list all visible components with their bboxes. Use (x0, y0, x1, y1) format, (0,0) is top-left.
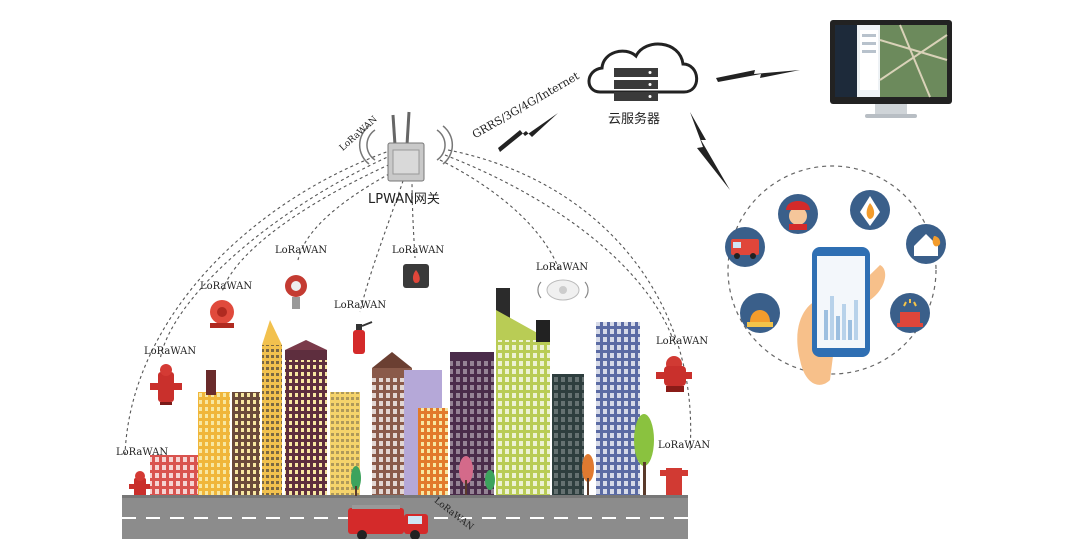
lora-label-extinguisher: LoRaWAN (334, 300, 387, 311)
hydrant-right-icon (656, 356, 692, 392)
smoke-detector-icon (537, 279, 589, 301)
monitor-icon (830, 20, 952, 118)
lora-label-fire-panel: LoRaWAN (392, 245, 445, 256)
alarm-light-icon (740, 293, 780, 333)
lora-label-alarm-bell: LoRaWAN (200, 281, 253, 292)
hydrant-bottom-left-icon (129, 471, 151, 500)
lora-label-gas-detector: LoRaWAN (275, 245, 328, 256)
lora-label-left-mid: LoRaWAN (144, 346, 197, 357)
fire-icon (850, 190, 890, 230)
fire-alarm-panel-icon (403, 264, 429, 288)
gateway-label: LPWAN网关 (368, 192, 440, 207)
hydrant-left-mid-icon (150, 364, 182, 405)
gas-detector-icon (285, 275, 307, 309)
fire-truck-icon (348, 505, 428, 539)
lora-links (124, 149, 692, 456)
firefighter-icon (778, 194, 818, 234)
mobile-app-cluster (727, 165, 937, 385)
hydrant-bottom-right-icon (660, 468, 688, 496)
cloud-server-label: 云服务器 (608, 112, 661, 127)
fire-extinguisher-icon (353, 321, 373, 354)
fire-truck-small-icon (725, 227, 765, 267)
lora-label-smoke-detector: LoRaWAN (536, 262, 589, 273)
house-fire-icon (906, 224, 946, 264)
lora-label-right-hydrant: LoRaWAN (656, 336, 709, 347)
city-skyline (150, 288, 654, 496)
cloud-server-icon (587, 42, 699, 101)
beacon-icon (890, 293, 930, 333)
alarm-bell-icon (210, 300, 234, 328)
lora-label-left-far: LoRaWAN (116, 447, 169, 458)
lpwan-gateway-icon (358, 111, 454, 182)
lora-label-right-bottom: LoRaWAN (658, 440, 711, 451)
lightning-links (498, 70, 800, 190)
